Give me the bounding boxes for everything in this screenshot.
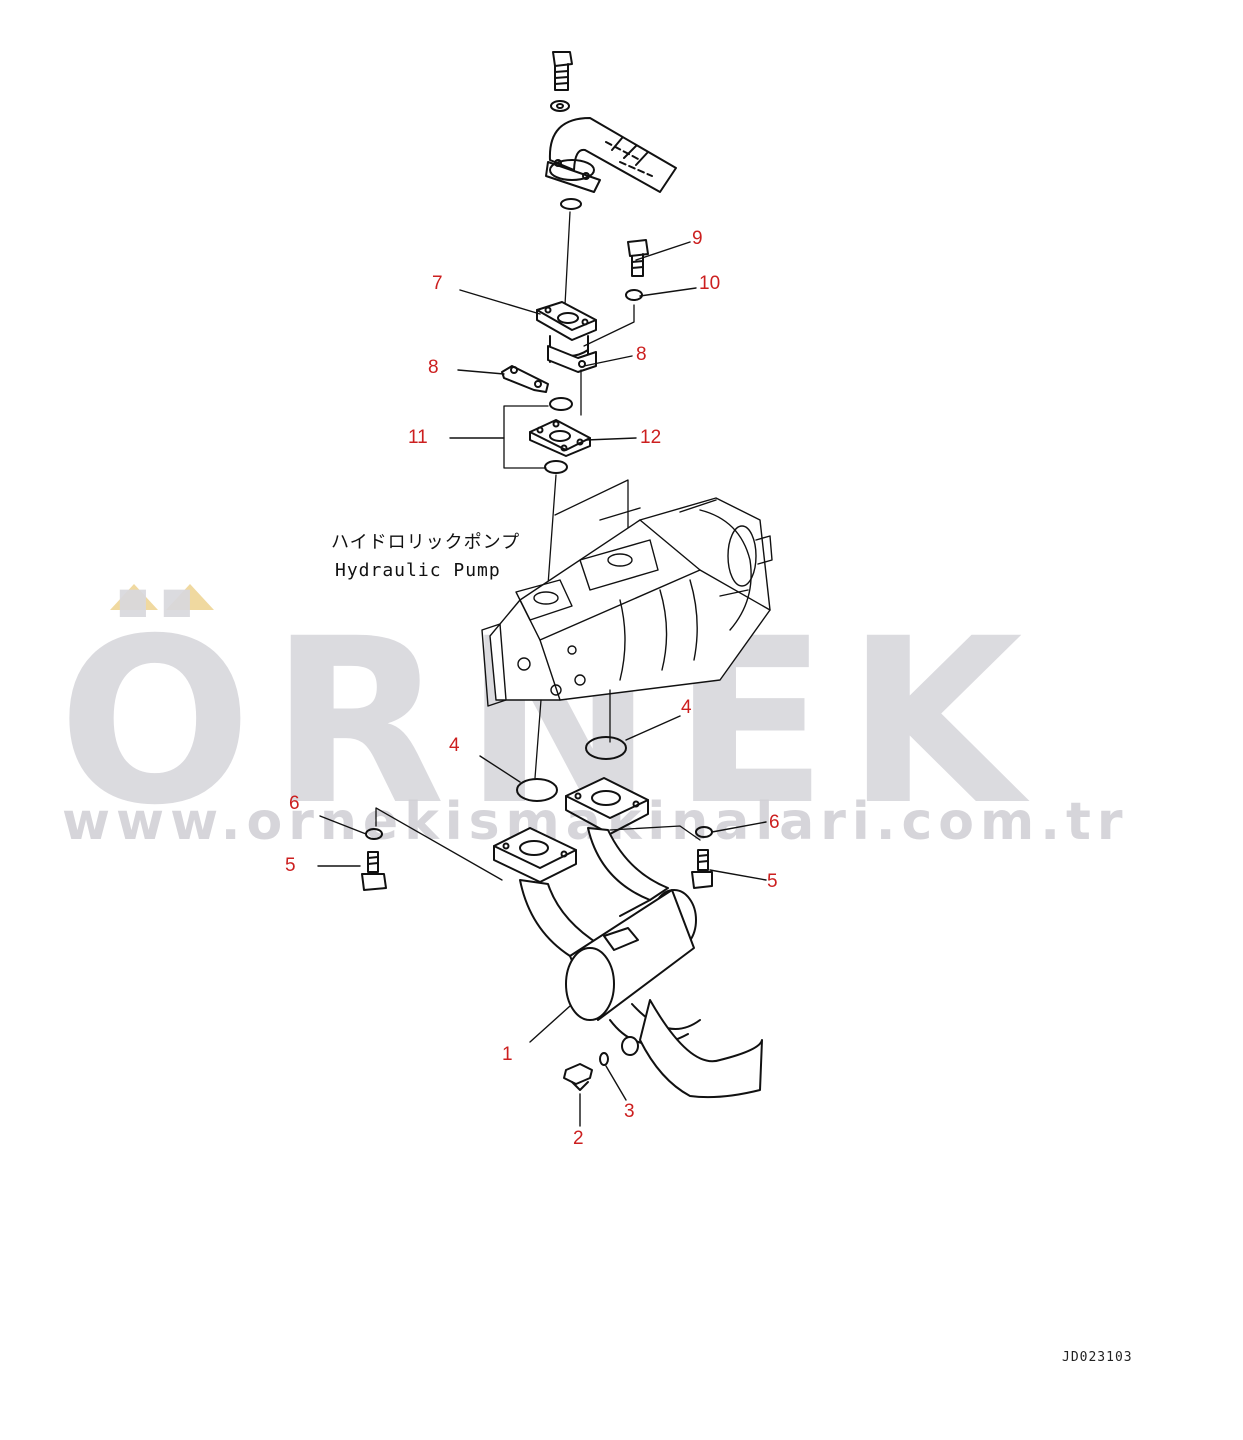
plug-2 bbox=[563, 1063, 593, 1091]
callout-5-left[interactable]: 5 bbox=[285, 855, 296, 876]
washer-10 bbox=[625, 289, 643, 301]
bolt-9 bbox=[627, 239, 649, 277]
plate-12 bbox=[529, 419, 591, 457]
callout-7[interactable]: 7 bbox=[432, 273, 443, 294]
bolt-5-right bbox=[691, 849, 713, 889]
top-bolt bbox=[550, 51, 573, 112]
suction-tube-1 bbox=[519, 827, 763, 1099]
flange-7 bbox=[536, 301, 597, 363]
callout-2[interactable]: 2 bbox=[573, 1128, 584, 1149]
o-ring-4-right bbox=[585, 736, 627, 760]
top-hose bbox=[545, 117, 677, 193]
callout-4-right[interactable]: 4 bbox=[681, 697, 692, 718]
callout-6-left[interactable]: 6 bbox=[289, 793, 300, 814]
callout-10[interactable]: 10 bbox=[699, 273, 721, 294]
callout-12[interactable]: 12 bbox=[640, 427, 662, 448]
watermark-accent-right bbox=[166, 584, 214, 610]
hydraulic-pump bbox=[481, 497, 773, 707]
o-ring-4-left bbox=[516, 778, 558, 802]
leader-lines bbox=[317, 241, 767, 1127]
callout-8-right[interactable]: 8 bbox=[636, 344, 647, 365]
callout-5-right[interactable]: 5 bbox=[767, 871, 778, 892]
top-o-ring bbox=[560, 198, 582, 210]
callout-8-left[interactable]: 8 bbox=[428, 357, 439, 378]
callout-6-right[interactable]: 6 bbox=[769, 812, 780, 833]
o-ring-11-lower bbox=[544, 460, 568, 474]
washer-6-right bbox=[695, 826, 713, 838]
pump-label-japanese: ハイドロリックポンプ bbox=[331, 532, 521, 553]
split-flange-8-left bbox=[501, 365, 549, 393]
callout-3[interactable]: 3 bbox=[624, 1101, 635, 1122]
watermark-accent-left bbox=[110, 584, 158, 610]
suction-flange-right bbox=[565, 777, 649, 835]
callout-9[interactable]: 9 bbox=[692, 228, 703, 249]
callout-4-left[interactable]: 4 bbox=[449, 735, 460, 756]
suction-flange-left bbox=[493, 827, 577, 883]
callout-1[interactable]: 1 bbox=[502, 1044, 513, 1065]
drawing-code: JD023103 bbox=[1062, 1350, 1133, 1365]
o-ring-3 bbox=[599, 1052, 609, 1066]
pump-label-english: Hydraulic Pump bbox=[335, 560, 501, 581]
o-ring-11-upper bbox=[549, 397, 573, 411]
callout-11[interactable]: 11 bbox=[408, 427, 428, 448]
bolt-5-left bbox=[361, 851, 387, 891]
washer-6-left bbox=[365, 828, 383, 840]
